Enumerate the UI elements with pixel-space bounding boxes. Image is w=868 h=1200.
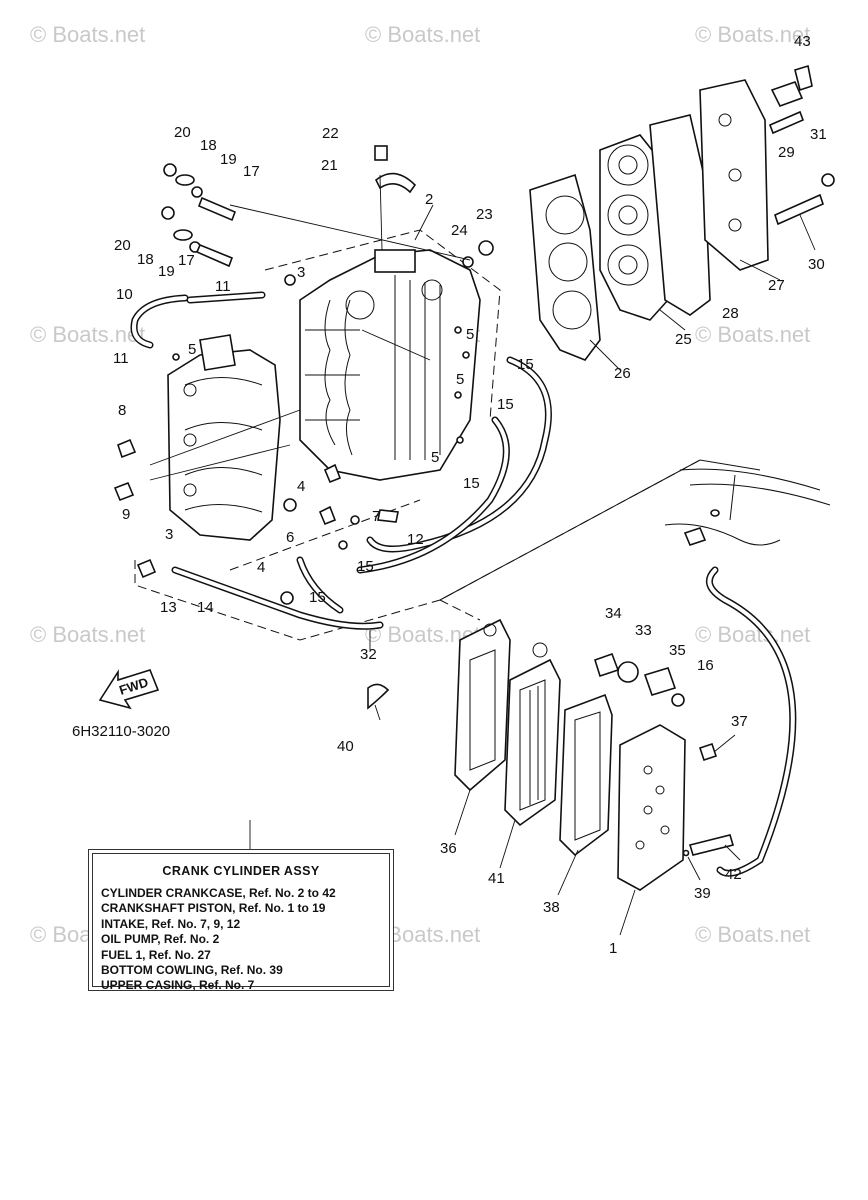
clip-16 [367, 683, 390, 710]
callout: 26 [614, 365, 631, 382]
info-line: FUEL 1, Ref. No. 27 [101, 947, 211, 962]
callout: 42 [725, 866, 742, 883]
gasket-37 [454, 618, 511, 792]
callout: 18 [200, 137, 217, 154]
watermark: © Boats.net [695, 22, 810, 47]
watermark: © Boats.net [695, 622, 810, 647]
callout: 43 [794, 33, 811, 50]
watermark: © Boats.net [30, 322, 145, 347]
callout: 16 [697, 657, 714, 674]
fwd-arrow: FWD [98, 669, 160, 710]
small-hardware [113, 274, 470, 605]
callout: 37 [731, 713, 748, 730]
info-box-lines: CYLINDER CRANKCASE, Ref. No. 2 to 42 CRA… [101, 886, 336, 994]
callout: 20 [174, 124, 191, 141]
info-line: CRANKSHAFT PISTON, Ref. No. 1 to 19 [101, 901, 326, 916]
callout: 6 [286, 529, 294, 546]
callout: 17 [178, 252, 195, 269]
diagram-code: 6H32110-3020 [72, 723, 170, 740]
head-gasket [529, 173, 601, 361]
callout: 15 [357, 558, 374, 575]
thermo-sensor [770, 81, 804, 107]
assembly-outlines [134, 229, 761, 641]
callout: 23 [476, 206, 493, 223]
info-line: BOTTOM COWLING, Ref. No. 39 [101, 963, 283, 978]
callout: 8 [118, 402, 126, 419]
callout: 33 [635, 622, 652, 639]
callout: 35 [669, 642, 686, 659]
info-line: CYLINDER CRANKCASE, Ref. No. 2 to 42 [101, 886, 336, 900]
callout: 15 [463, 475, 480, 492]
callout: 18 [137, 251, 154, 268]
callout: 11 [215, 278, 231, 295]
info-line: UPPER CASING, Ref. No. 7 [101, 978, 255, 993]
watermark: © Boats.net [365, 22, 480, 47]
callout: 17 [243, 163, 260, 180]
upper-casing [664, 468, 831, 546]
info-box-title: CRANK CYLINDER ASSY [162, 864, 320, 878]
callout: 41 [488, 870, 505, 887]
callout: 5 [431, 449, 439, 466]
callout: 15 [497, 396, 514, 413]
callout: 9 [122, 506, 130, 523]
callout: 21 [321, 157, 338, 174]
info-box-inner-border: CRANK CYLINDER ASSY CYLINDER CRANKCASE, … [92, 853, 390, 992]
callout: 10 [116, 286, 133, 303]
info-line: INTAKE, Ref. No. 7, 9, 12 [101, 916, 241, 931]
callout: 24 [451, 222, 468, 239]
callout: 4 [297, 478, 305, 495]
head-cover [699, 79, 769, 271]
callout: 27 [768, 277, 785, 294]
callout: 4 [257, 559, 265, 576]
top-left-hardware [161, 145, 417, 268]
callout: 22 [322, 125, 339, 142]
callout: 2 [425, 191, 433, 208]
callout: 28 [722, 305, 739, 322]
leader-lines [149, 174, 816, 936]
callout: 19 [158, 263, 175, 280]
head-cover-gasket [649, 114, 711, 316]
callout: 25 [675, 331, 692, 348]
callout: 7 [372, 508, 380, 525]
callout: 3 [165, 526, 173, 543]
cover-group [367, 618, 735, 891]
assembly-info-box: CRANK CYLINDER ASSY CYLINDER CRANKCASE, … [88, 849, 394, 992]
callout: 5 [188, 341, 196, 358]
callout: 15 [517, 356, 534, 373]
callout: 30 [808, 256, 825, 273]
callout: 15 [309, 589, 326, 606]
callout: 3 [297, 264, 305, 281]
hoses [130, 291, 797, 877]
watermark: © Boats.net [695, 922, 810, 947]
callout: 39 [694, 885, 711, 902]
callout-labels: 43 22 20 18 19 17 21 2 31 29 24 23 20 18… [113, 33, 827, 957]
cylinder-head-group [462, 64, 835, 361]
callout: 32 [360, 646, 377, 663]
crankcase-cover [167, 334, 281, 541]
callout: 11 [113, 350, 129, 367]
callout: 36 [440, 840, 457, 857]
callout: 5 [456, 371, 464, 388]
info-line: OIL PUMP, Ref. No. 2 [101, 932, 220, 947]
gasket-39 [559, 693, 613, 857]
callout: 29 [778, 144, 795, 161]
callout: 38 [543, 899, 560, 916]
callout: 31 [810, 126, 827, 143]
watermark: © Boats.net [695, 322, 810, 347]
watermark: © Boats.net [30, 622, 145, 647]
callout: 14 [197, 599, 214, 616]
cover-36 [504, 658, 561, 827]
callout: 34 [605, 605, 622, 622]
callout: 1 [609, 940, 617, 957]
callout: 13 [160, 599, 177, 616]
callout: 20 [114, 237, 131, 254]
cylinder-crankcase [299, 249, 481, 481]
callout: 12 [407, 531, 424, 548]
callout: 5 [466, 326, 474, 343]
callout: 19 [220, 151, 237, 168]
watermark: © Boats.net [30, 22, 145, 47]
callout: 40 [337, 738, 354, 755]
